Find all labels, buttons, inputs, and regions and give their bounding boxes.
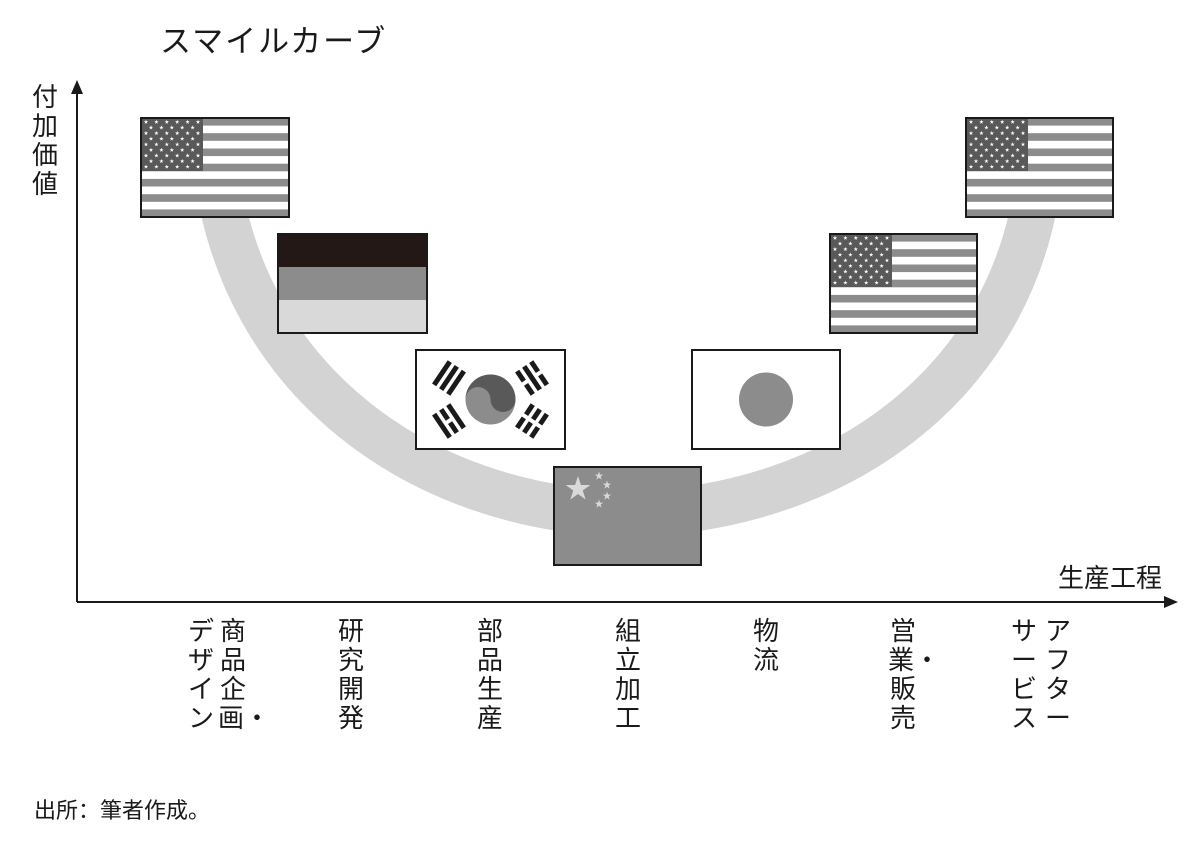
stage-label-after-service-line1: アフター: [1044, 617, 1071, 734]
y-axis-label: 付加価値: [31, 83, 58, 200]
x-axis-arrow: [1164, 596, 1178, 608]
y-axis-arrow: [71, 80, 83, 94]
stage-label-logistics: 物流: [752, 617, 779, 676]
usa-flag: [140, 117, 290, 218]
usa-flag: [829, 233, 978, 334]
stage-label-rnd: 研究開発: [337, 617, 364, 734]
stage-label-after-service-line2: サービス: [1010, 617, 1037, 734]
source-note: 出所：筆者作成。: [34, 799, 211, 824]
x-axis-label: 生産工程: [1058, 564, 1163, 594]
china-flag: [553, 466, 702, 566]
smile-curve: [193, 162, 1063, 538]
stage-label-product-planning-line1: 商品企画・: [218, 617, 271, 734]
germany-flag: [277, 233, 428, 334]
usa-flag: [965, 117, 1114, 218]
stage-label-product-planning-line2: デザイン: [187, 617, 214, 734]
stage-label-parts-production: 部品生産: [476, 617, 503, 734]
stage-label-assembly: 組立加工: [614, 617, 641, 734]
japan-flag: [691, 349, 841, 450]
axes: [71, 80, 1178, 608]
korea-flag: [415, 349, 566, 450]
stage-label-sales: 営業・販売: [888, 617, 941, 734]
diagram-title: スマイルカーブ: [160, 24, 388, 60]
